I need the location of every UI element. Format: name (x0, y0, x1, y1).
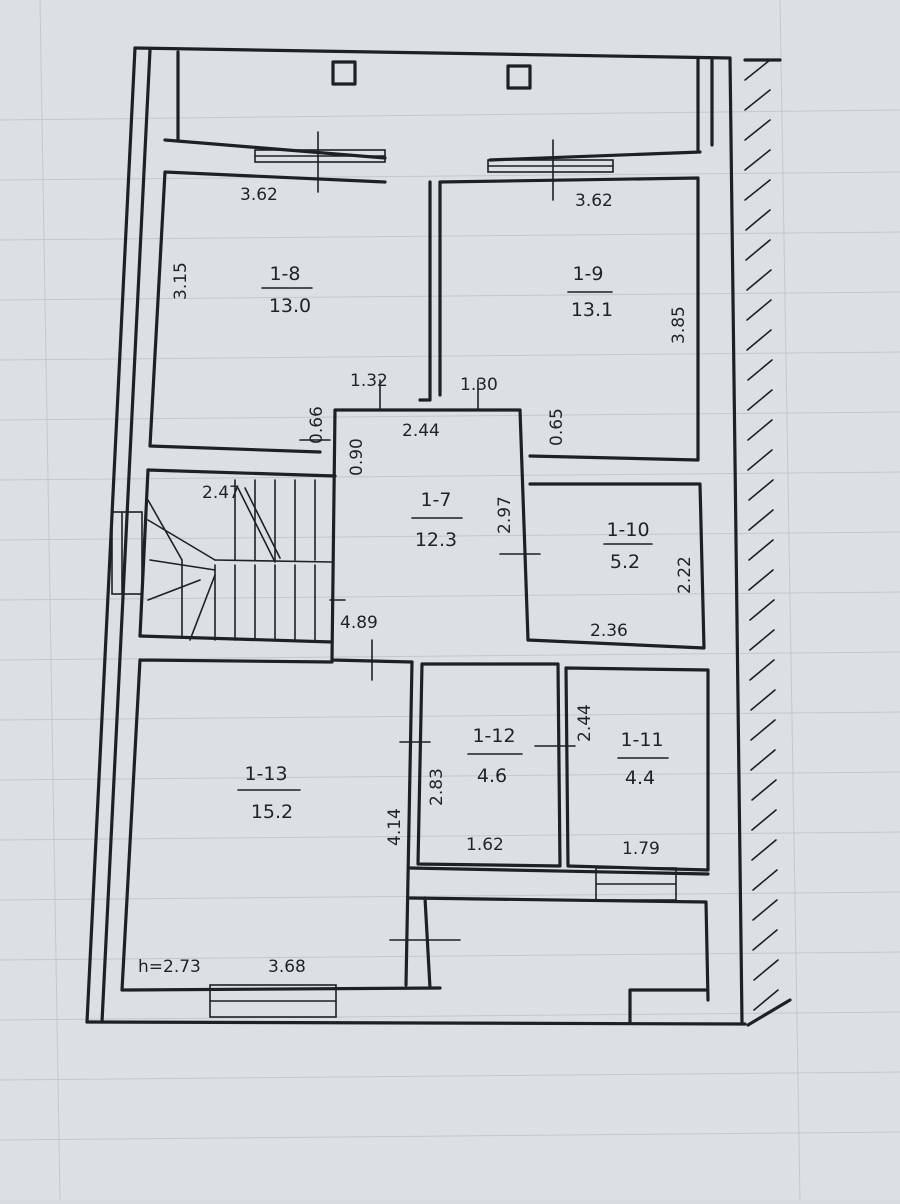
room-1-9-walls (438, 176, 700, 462)
dim-r10-height: 2.22 (675, 556, 695, 594)
dim-r11-height: 2.44 (575, 704, 595, 742)
room-1-12-walls (416, 662, 562, 868)
room-area: 13.1 (571, 299, 613, 321)
room-number: 1-10 (606, 519, 649, 541)
room-1-8-walls (148, 170, 432, 454)
dim-r13-width: 3.68 (268, 957, 306, 977)
room-1-7-walls (330, 408, 530, 664)
ceiling-height: h=2.73 (138, 957, 201, 977)
room-area: 5.2 (610, 551, 640, 573)
room-1-11-walls (564, 666, 710, 872)
room-number: 1-11 (620, 729, 663, 751)
dim-stair-width: 2.47 (202, 483, 240, 503)
dim-r8-door: 1.32 (350, 371, 388, 391)
room-number: 1-12 (472, 725, 515, 747)
dim-r9-height: 3.85 (669, 306, 689, 344)
room-1-13-walls (120, 658, 442, 992)
lower-vestibule-walls (408, 866, 710, 1024)
dim-right-jamb: 0.65 (547, 408, 567, 446)
dim-r8-height: 3.15 (171, 262, 191, 300)
vent-box-left (331, 60, 357, 86)
dimension-labels: 3.62 3.62 3.15 3.85 1.32 1.30 0.66 0.65 … (138, 185, 695, 977)
dimension-ticks (299, 379, 576, 941)
dim-r10-width: 2.36 (590, 621, 628, 641)
room-label-1-8: 1-8 13.0 (261, 263, 313, 317)
room-label-1-9: 1-9 13.1 (567, 263, 613, 321)
dim-r8-width: 3.62 (240, 185, 278, 205)
room-label-1-13: 1-13 15.2 (237, 763, 301, 823)
room-area: 4.6 (477, 765, 507, 787)
room-area: 15.2 (251, 801, 293, 823)
dim-r13-height: 4.14 (385, 808, 405, 846)
room-1-10-walls (526, 482, 706, 650)
room-label-1-7: 1-7 12.3 (411, 489, 463, 551)
room-area: 12.3 (415, 529, 457, 551)
outer-walls (85, 46, 747, 1026)
room-area: 13.0 (269, 295, 311, 317)
hatched-wall (743, 58, 792, 1027)
dim-hall-top: 2.44 (402, 421, 440, 441)
room-label-1-11: 1-11 4.4 (617, 729, 669, 789)
room-area: 4.4 (625, 767, 655, 789)
dim-r9-door: 1.30 (460, 375, 498, 395)
room-number: 1-13 (244, 763, 287, 785)
dim-hall-depth: 2.97 (495, 496, 515, 534)
staircase (111, 468, 337, 644)
bottom-window (209, 867, 677, 1018)
dim-hall-bottom: 4.89 (340, 613, 378, 633)
dim-r12-width: 1.62 (466, 835, 504, 855)
dim-hall-jamb: 0.90 (347, 438, 367, 476)
room-label-1-10: 1-10 5.2 (603, 519, 653, 573)
vent-box-right (506, 64, 532, 90)
room-number: 1-9 (572, 263, 603, 285)
dim-r9-width: 3.62 (575, 191, 613, 211)
room-label-1-12: 1-12 4.6 (467, 725, 523, 787)
dim-r12-height: 2.83 (427, 768, 447, 806)
top-windows (254, 131, 614, 201)
dim-left-jamb: 0.66 (307, 406, 327, 444)
dim-r11-width: 1.79 (622, 839, 660, 859)
room-number: 1-8 (269, 263, 300, 285)
room-number: 1-7 (420, 489, 451, 511)
